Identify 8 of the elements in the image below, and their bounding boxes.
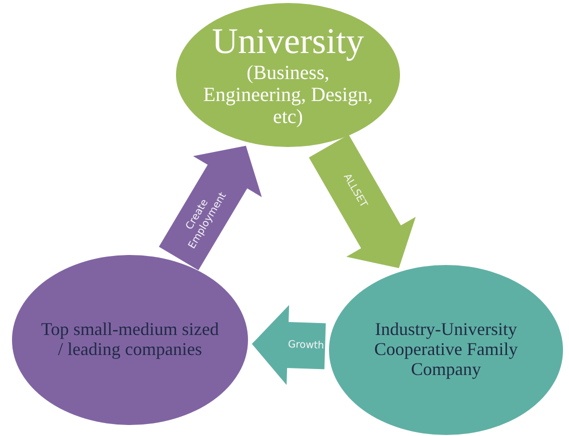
block-arrow bbox=[252, 305, 326, 385]
node-subtitle: (Business, Engineering, Design, etc) bbox=[202, 62, 374, 128]
node-title: Top small-medium sized / leading companies bbox=[40, 320, 220, 360]
node-title: University bbox=[212, 22, 364, 62]
node-title: Industry-University Cooperative Family Company bbox=[373, 320, 519, 380]
block-arrow bbox=[158, 146, 262, 270]
edge-label: Growth bbox=[287, 338, 326, 352]
block-arrow bbox=[308, 134, 416, 268]
